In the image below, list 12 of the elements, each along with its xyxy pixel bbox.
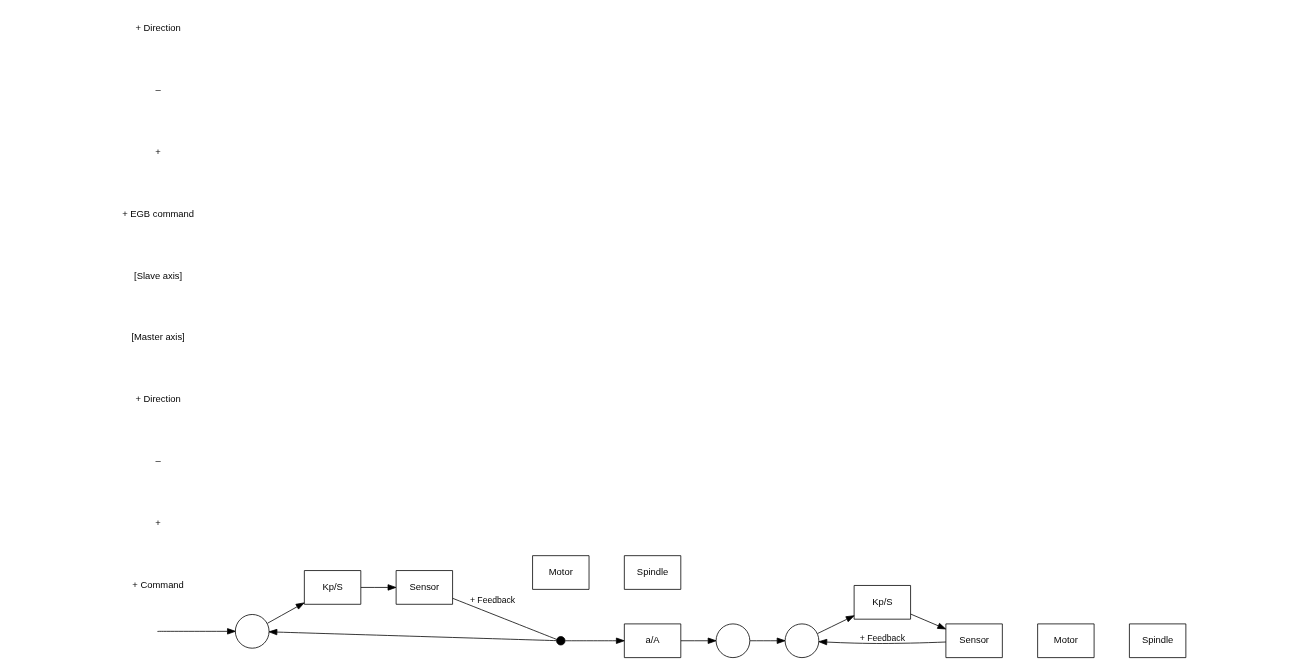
label: + Direction xyxy=(135,393,181,405)
label: – xyxy=(155,83,161,95)
label: + Direction xyxy=(135,21,181,33)
edge-label: + Feedback xyxy=(469,594,516,605)
edge-label: + Feedback xyxy=(859,632,905,643)
label: [Master axis] xyxy=(131,331,185,343)
label: + Command xyxy=(132,579,184,591)
label: + xyxy=(155,145,161,157)
label: – xyxy=(155,455,161,467)
label: + xyxy=(155,517,161,529)
label: [Slave axis] xyxy=(134,269,183,281)
label: + EGB command xyxy=(122,207,195,219)
